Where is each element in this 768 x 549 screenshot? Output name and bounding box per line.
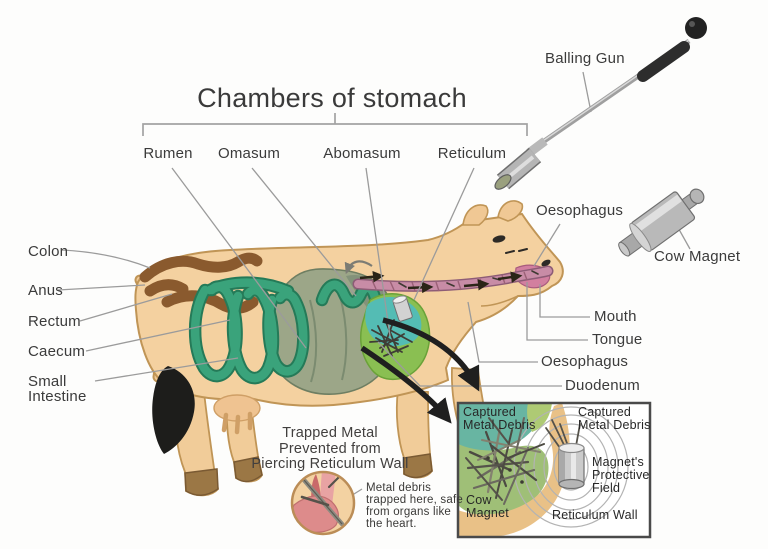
chamber-label-rumen: Rumen — [143, 145, 193, 162]
label-cow-magnet: Cow Magnet — [654, 248, 741, 265]
chamber-label-reticulum: Reticulum — [437, 145, 507, 162]
label-mouth: Mouth — [594, 308, 637, 325]
inset-magnet-field: Magnet's Protective Field — [592, 455, 650, 495]
inset-reticulum-wall: Reticulum Wall — [552, 508, 638, 522]
label-oesophagus-neck: Oesophagus — [541, 353, 629, 370]
label-duodenum: Duodenum — [565, 377, 640, 394]
label-oesophagus-head: Oesophagus — [536, 202, 624, 219]
balling-gun-illustration — [494, 17, 707, 190]
label-rectum: Rectum — [28, 313, 81, 330]
callout-debris-note: Metal debris trapped here, safe from org… — [366, 482, 463, 530]
callout-trapped-metal: Trapped Metal Prevented from Piercing Re… — [251, 425, 409, 472]
label-balling-gun: Balling Gun — [545, 50, 625, 67]
label-tongue: Tongue — [592, 331, 643, 348]
label-anus: Anus — [28, 282, 63, 299]
cow-magnet-illustration — [618, 188, 705, 257]
pierced-wall-circle — [290, 470, 356, 536]
inset-captured-left: Captured Metal Debris — [463, 405, 536, 432]
zoom-arrows — [360, 317, 480, 424]
inset-border — [456, 401, 652, 539]
inset-captured-right: Captured Metal Debris — [578, 405, 651, 432]
label-caecum: Caecum — [28, 343, 86, 360]
chambers-bracket — [142, 113, 528, 136]
chamber-label-omasum: Omasum — [217, 145, 281, 162]
chamber-label-abomasum: Abomasum — [323, 145, 401, 162]
reticulum-inset — [456, 401, 652, 539]
inset-cow-magnet: Cow Magnet — [466, 493, 509, 520]
diagram-title: Chambers of stomach — [197, 83, 467, 113]
label-colon: Colon — [28, 243, 69, 260]
label-pointer-lines — [57, 71, 691, 517]
label-small-intestine: Small Intestine — [28, 373, 87, 405]
